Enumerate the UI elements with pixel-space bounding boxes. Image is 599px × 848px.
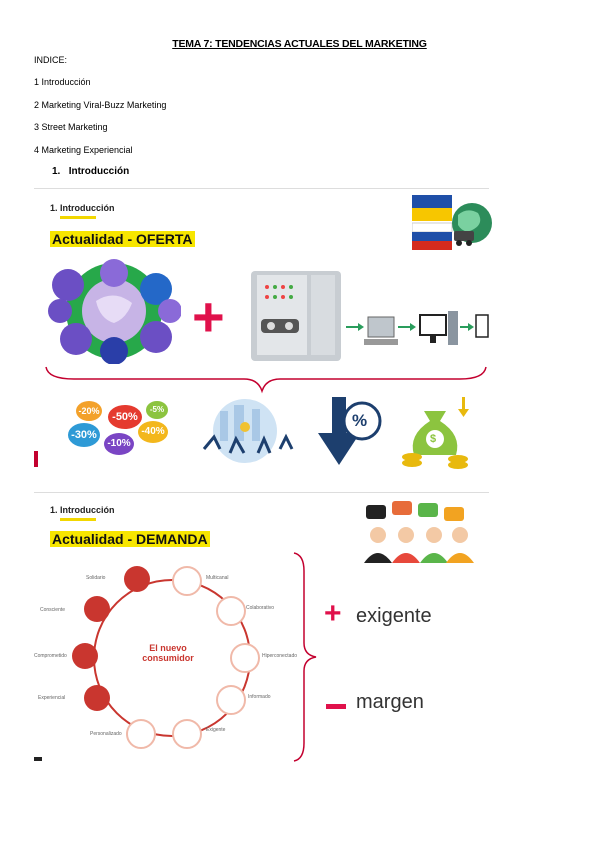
slide2-heading: Actualidad - DEMANDA [50,531,210,547]
slide2-label-underline [60,518,96,521]
section-number: 1. [52,166,61,177]
discount-bubble-2: -50% [108,405,142,429]
node-label-9: Comprometido [34,653,67,659]
ring-node-4 [230,643,260,673]
slide1-label-underline [60,216,96,219]
discount-bubble-1: -20% [76,401,102,421]
margen-text: margen [356,691,424,713]
ring-node-9 [72,643,98,669]
section-heading: 1. Introducción [52,166,129,177]
competition-illustration [202,399,294,463]
slide1-heading: Actualidad - OFERTA [50,231,195,247]
percent-down-arrow-icon [318,397,382,465]
factory-machine-icon [251,271,341,361]
section-title: Introducción [68,166,130,177]
ring-center-text: El nuevo consumidor [126,643,210,663]
node-label-6: Exigente [206,727,226,733]
slide2-label: 1. Introducción [50,505,115,515]
ring-node-3 [216,596,246,626]
slide1-heading-wrap: Actualidad - OFERTA [50,231,195,249]
money-bag-icon [402,397,469,469]
ring-node-10 [84,596,110,622]
document-title: TEMA 7: TENDENCIAS ACTUALES DEL MARKETIN… [172,38,427,50]
slide-demanda: 1. Introducción Actualidad - DEMANDA Sol… [34,492,489,768]
node-label-4: Hiperconectado [262,653,298,659]
people-ideas-icon [364,501,474,563]
people-network-icon [48,259,181,364]
discount-bubble-3: -5% [146,401,168,419]
slide2-brace [293,552,317,762]
discount-bubble-5: -40% [138,421,168,443]
discount-bubbles: -20% -50% -5% -30% -40% -10% [68,401,168,461]
node-label-1: Solidario [86,575,106,581]
flags-globe-icon [412,195,492,250]
ring-node-5 [216,685,246,715]
minus-sign-icon [326,704,346,709]
ring-node-2 [172,566,202,596]
index-item-3: 3 Street Marketing [34,122,108,132]
discount-bubble-6: -10% [104,433,134,455]
ring-node-1 [124,566,150,592]
logo-mark-2 [34,757,42,761]
plus-icon: + [192,285,225,348]
node-label-2: Multicanal [206,575,229,581]
ring-node-7 [126,719,156,749]
ring-node-8 [84,685,110,711]
index-item-2: 2 Marketing Viral-Buzz Marketing [34,100,167,110]
ring-center-line-1: El nuevo [149,643,187,653]
index-item-1: 1 Introducción [34,77,91,87]
slide1-brace [45,366,487,394]
slide2-heading-wrap: Actualidad - DEMANDA [50,531,210,549]
discount-bubble-4: -30% [68,423,100,447]
node-label-5: Informado [248,694,271,700]
node-label-8: Experiencial [38,695,66,701]
dollar-sign-icon: $ [430,433,437,445]
ring-center-line-2: consumidor [142,653,194,663]
percent-symbol: % [352,411,368,430]
node-label-3: Colaborativo [246,605,275,611]
slide1-label: 1. Introducción [50,203,115,213]
node-label-7: Personalizado [90,731,122,737]
index-label: INDICE: [34,55,68,65]
node-label-10: Consciente [40,607,66,613]
exigente-text: exigente [356,605,432,627]
slide-oferta: 1. Introducción Actualidad - OFERTA + [34,188,492,479]
ring-node-6 [172,719,202,749]
production-chain-icon [346,311,489,345]
plus-sign-icon: + [324,597,342,630]
index-item-4: 4 Marketing Experiencial [34,145,133,155]
logo-mark [34,451,38,467]
